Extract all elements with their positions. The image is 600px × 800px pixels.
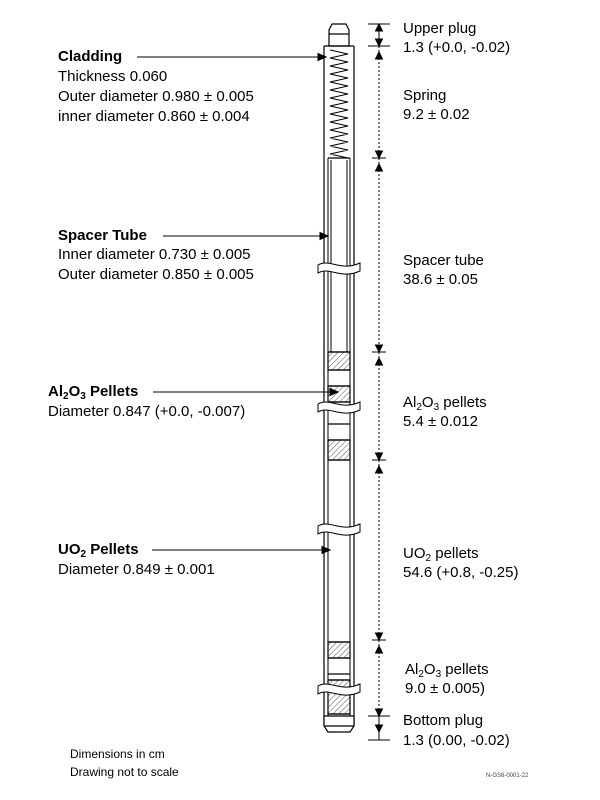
upper-plug (328, 23, 350, 47)
uo2-pellets-diameter: Diameter 0.849 ± 0.001 (58, 561, 215, 578)
al2o3-upper-pellet-stack (327, 351, 351, 461)
spacer-tube-length-name: Spacer tube (403, 252, 484, 269)
uo2-pellets-title: UO2 Pellets (58, 541, 139, 560)
spacer-tube-outer-diameter: Outer diameter 0.850 ± 0.005 (58, 266, 254, 283)
bottom-plug-value: 1.3 (0.00, -0.02) (403, 732, 510, 749)
al2o3-upper-length-name: Al2O3 pellets (403, 394, 487, 413)
spring (329, 49, 349, 159)
leader-lines (137, 52, 340, 555)
al2o3-lower-pellet-stack (327, 641, 351, 715)
al2o3-lower-length-name: Al2O3 pellets (405, 661, 489, 680)
dimension-line (368, 22, 390, 741)
bottom-plug (323, 715, 355, 733)
figure-id: N-GS6-0001-22 (486, 773, 529, 779)
spring-name: Spring (403, 87, 447, 104)
cladding-outer-diameter: Outer diameter 0.980 ± 0.005 (58, 88, 254, 105)
spacer-tube-title: Spacer Tube (58, 227, 147, 244)
spacer-tube-length-value: 38.6 ± 0.05 (403, 271, 478, 288)
note-not-to-scale: Drawing not to scale (70, 765, 179, 779)
spacer-tube-inner-diameter: Inner diameter 0.730 ± 0.005 (58, 246, 251, 263)
upper-plug-value: 1.3 (+0.0, -0.02) (403, 39, 511, 56)
al2o3-lower-length-value: 9.0 ± 0.005) (405, 680, 485, 697)
al2o3-upper-length-value: 5.4 ± 0.012 (403, 413, 478, 430)
al2o3-pellets-diameter: Diameter 0.847 (+0.0, -0.007) (48, 403, 246, 420)
upper-plug-name: Upper plug (403, 20, 477, 37)
bottom-plug-name: Bottom plug (403, 712, 484, 729)
cladding-inner-diameter: inner diameter 0.860 ± 0.004 (58, 108, 250, 125)
cladding-title: Cladding (58, 48, 123, 65)
uo2-length-name: UO2 pellets (403, 545, 479, 564)
cladding-thickness: Thickness 0.060 (58, 68, 168, 85)
uo2-length-value: 54.6 (+0.8, -0.25) (403, 564, 519, 581)
break-marks (317, 262, 361, 696)
fuel-rod (323, 23, 355, 733)
note-dimensions: Dimensions in cm (70, 747, 165, 761)
al2o3-pellets-title: Al2O3 Pellets (48, 383, 139, 402)
spring-value: 9.2 ± 0.02 (403, 106, 470, 123)
